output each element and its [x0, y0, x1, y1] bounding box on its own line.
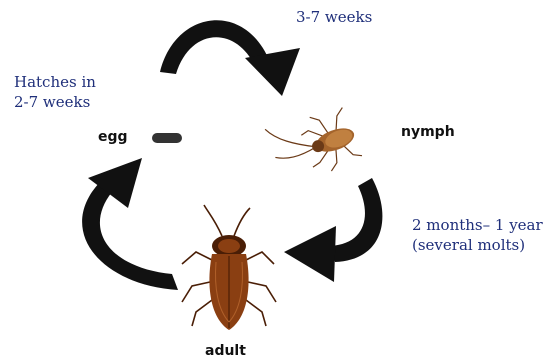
hatch-duration-line1: Hatches in — [14, 73, 96, 92]
egg-capsule — [152, 133, 182, 143]
hatch-duration-line2: 2-7 weeks — [14, 93, 90, 112]
egg-to-nymph-duration: 3-7 weeks — [296, 8, 372, 27]
adult-label: adult — [205, 343, 246, 359]
arrow-nymph-to-adult — [330, 178, 382, 262]
nymph-to-adult-duration-line2: (several molts) — [412, 236, 525, 255]
arrow-head-nymph-to-adult — [284, 226, 336, 282]
nymph-to-adult-duration-line1: 2 months– 1 year — [412, 216, 543, 235]
egg-label: egg — [98, 129, 128, 145]
nymph-label: nymph — [401, 124, 455, 140]
adult-cockroach — [182, 205, 276, 330]
nymph-cockroach — [265, 101, 363, 187]
